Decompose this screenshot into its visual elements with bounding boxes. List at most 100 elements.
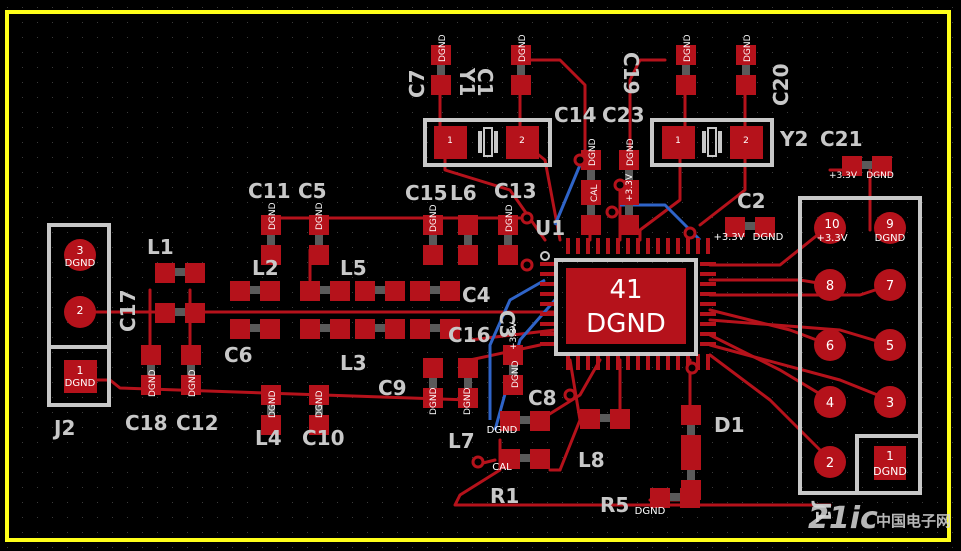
c21-net-v33: +3.3V	[829, 171, 858, 181]
smd-pad	[755, 217, 775, 237]
watermark-brand: 21ic	[808, 501, 878, 536]
smd-pad	[181, 345, 201, 365]
smd-pad	[725, 217, 745, 237]
smd-pad	[230, 281, 250, 301]
smd-pad	[185, 263, 205, 283]
smd-pad	[511, 45, 531, 65]
smd-pad	[410, 281, 430, 301]
y1-pin1-label: 1	[447, 136, 453, 146]
j1-pin-9-num: 9	[886, 217, 894, 231]
smd-pad	[181, 375, 201, 395]
component-body	[670, 493, 680, 501]
j1-pin-7-num: 7	[886, 279, 894, 294]
j2-pin-3-num: 3	[77, 244, 84, 257]
smd-pad	[141, 375, 161, 395]
component-body	[520, 416, 530, 424]
c13-net-dgnd: DGND	[505, 204, 515, 232]
smd-pad	[410, 319, 430, 339]
label-u1: U1	[535, 216, 565, 240]
label-c19: C19	[619, 52, 643, 95]
connector-j1[interactable]: 10 +3.3V 9 DGND 8 7 6 5 4 3 2 1 DGND	[798, 196, 922, 495]
label-l4: L4	[255, 426, 282, 450]
smd-pad	[581, 150, 601, 170]
label-c2: C2	[737, 189, 766, 213]
component-body	[625, 170, 633, 180]
connector-j2[interactable]: 3 DGND 2 1 DGND	[47, 223, 111, 407]
label-c3: C3	[495, 310, 519, 339]
c2-net-v33: +3.3V	[713, 232, 744, 243]
component-body	[687, 425, 695, 435]
label-r1: R1	[490, 484, 519, 508]
smd-pad	[260, 281, 280, 301]
label-l5: L5	[340, 256, 367, 280]
smd-pad	[736, 45, 756, 65]
j2-pin-2-num: 2	[77, 304, 84, 317]
smd-pad	[423, 388, 443, 408]
smd-pad	[736, 75, 756, 95]
j1-pin-3-num: 3	[886, 396, 894, 411]
silkscreen-labels: L1 L2 L5 L3 L4 L6 L7 L8 C11 C5 C15 C13 U…	[52, 52, 863, 523]
smd-pad	[355, 281, 375, 301]
v33-net-1: +3.3V	[625, 173, 635, 202]
component-body	[625, 205, 633, 215]
c10-net-dgnd: DGND	[315, 390, 325, 418]
label-y1: Y1	[455, 67, 479, 96]
label-y2: Y2	[779, 127, 808, 151]
smd-pad	[330, 281, 350, 301]
u1-pad-number: 41	[609, 275, 642, 305]
y2-pin2-label: 2	[743, 136, 749, 146]
component-body	[429, 378, 437, 388]
smd-pad	[500, 449, 520, 469]
smd-pad	[185, 303, 205, 323]
component-body	[320, 324, 330, 332]
c3-net-v33: +3.3V	[509, 321, 519, 350]
c2-net-dgnd: DGND	[753, 232, 784, 243]
crystal-y2[interactable]: 1 2	[650, 118, 774, 167]
crystal-y1[interactable]: 1 2	[423, 118, 552, 167]
smd-pad	[619, 150, 639, 170]
c12-net-dgnd: DGND	[188, 369, 198, 397]
label-r5: R5	[600, 493, 629, 517]
component-body	[464, 235, 472, 245]
label-c12: C12	[176, 411, 219, 435]
component-body	[600, 414, 610, 422]
u1-pins-bottom	[566, 354, 710, 370]
r1-net-cal: CAL	[492, 462, 512, 473]
smd-pad	[500, 411, 520, 431]
smd-pad	[458, 358, 478, 378]
label-c18: C18	[125, 411, 168, 435]
component-body	[587, 170, 595, 180]
smd-pad	[155, 303, 175, 323]
smd-pad	[309, 385, 329, 405]
label-c16: C16	[448, 323, 491, 347]
smd-pad	[230, 319, 250, 339]
component-body	[267, 235, 275, 245]
smd-pad	[581, 215, 601, 235]
component-body	[375, 324, 385, 332]
smd-pad	[330, 319, 350, 339]
y2-pin1-label: 1	[675, 136, 681, 146]
label-c7: C7	[405, 69, 429, 98]
component-body	[175, 268, 185, 276]
smd-pad	[300, 281, 320, 301]
watermark-logo: 21ic 中国电子网	[808, 501, 951, 536]
j1-pin-10-num: 10	[824, 217, 839, 231]
smd-pad	[260, 319, 280, 339]
smd-pad	[619, 215, 639, 235]
label-c17: C17	[116, 289, 140, 332]
label-d1: D1	[714, 413, 745, 437]
c21-net-dgnd: DGND	[866, 171, 894, 181]
smd-pad	[309, 215, 329, 235]
component-body	[320, 286, 330, 294]
ic-u1[interactable]: 41 DGND	[540, 238, 716, 370]
smd-pad	[309, 415, 329, 435]
label-l7: L7	[448, 429, 475, 453]
c5-net-dgnd: DGND	[315, 202, 325, 230]
smd-pad	[309, 245, 329, 265]
smd-pad	[676, 45, 696, 65]
component-body	[147, 365, 155, 375]
component-body	[267, 405, 275, 415]
component-body	[587, 205, 595, 215]
smd-pad	[498, 215, 518, 235]
